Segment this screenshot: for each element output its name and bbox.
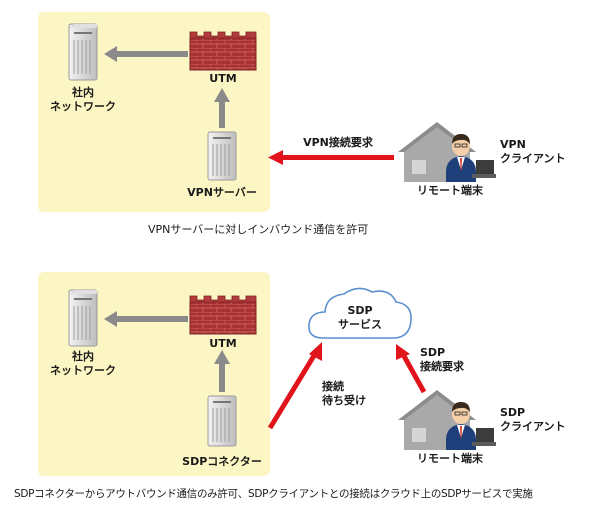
sdp-request-line1: SDP bbox=[420, 346, 446, 359]
bottom-internal-network-line1: 社内 bbox=[72, 350, 94, 363]
bottom-sdp-client-person-icon bbox=[446, 402, 496, 450]
top-utm-firewall-icon bbox=[189, 31, 257, 71]
sdp-request-label: SDP 接続要求 bbox=[420, 346, 464, 374]
bottom-internal-server-icon bbox=[68, 289, 98, 347]
sdp-service-line2: サービス bbox=[338, 318, 382, 331]
bottom-utm-firewall-icon bbox=[189, 295, 257, 335]
vpn-client-line1: VPN bbox=[500, 138, 526, 151]
sdp-service-label: SDP サービス bbox=[330, 304, 390, 332]
top-vpn-client-person-icon bbox=[446, 134, 496, 182]
top-remote-terminal-label: リモート端末 bbox=[417, 184, 483, 197]
top-internal-network-line1: 社内 bbox=[72, 86, 94, 99]
bottom-gray-arrow-left bbox=[104, 311, 188, 327]
vpn-server-icon bbox=[207, 131, 237, 181]
sdp-request-line2: 接続要求 bbox=[420, 360, 464, 373]
top-internal-network-line2: ネットワーク bbox=[50, 100, 116, 113]
connection-wait-line2: 待ち受け bbox=[322, 394, 366, 407]
bottom-caption: SDPコネクターからアウトバウンド通信のみ許可、SDPクライアントとの接続はクラ… bbox=[14, 488, 533, 500]
vpn-client-line2: クライアント bbox=[500, 152, 566, 165]
bottom-internal-network-line2: ネットワーク bbox=[50, 364, 116, 377]
top-gray-arrow-up bbox=[214, 88, 230, 128]
top-gray-arrow-left bbox=[104, 46, 188, 62]
bottom-internal-network-label: 社内 ネットワーク bbox=[48, 350, 118, 378]
vpn-server-label: VPNサーバー bbox=[187, 186, 257, 199]
sdp-client-label: SDP クライアント bbox=[500, 406, 566, 434]
sdp-connector-label: SDPコネクター bbox=[182, 455, 262, 468]
vpn-client-label: VPN クライアント bbox=[500, 138, 566, 166]
connection-wait-label: 接続 待ち受け bbox=[322, 380, 366, 408]
bottom-utm-label: UTM bbox=[209, 337, 237, 350]
connection-wait-line1: 接続 bbox=[322, 380, 344, 393]
sdp-service-cloud-icon bbox=[308, 287, 412, 339]
vpn-request-label: VPN接続要求 bbox=[303, 136, 373, 149]
bottom-gray-arrow-up bbox=[214, 350, 230, 392]
connection-wait-red-arrow bbox=[267, 342, 322, 430]
top-caption: VPNサーバーに対しインバウンド通信を許可 bbox=[148, 223, 369, 236]
sdp-client-line2: クライアント bbox=[500, 420, 566, 433]
top-internal-network-label: 社内 ネットワーク bbox=[48, 86, 118, 114]
sdp-request-red-arrow bbox=[396, 344, 427, 394]
sdp-connector-server-icon bbox=[207, 395, 237, 447]
vpn-request-red-arrow bbox=[268, 150, 394, 165]
top-internal-server-icon bbox=[68, 23, 98, 81]
sdp-service-line1: SDP bbox=[347, 304, 373, 317]
top-utm-label: UTM bbox=[209, 72, 237, 85]
bottom-remote-terminal-label: リモート端末 bbox=[417, 452, 483, 465]
sdp-client-line1: SDP bbox=[500, 406, 526, 419]
